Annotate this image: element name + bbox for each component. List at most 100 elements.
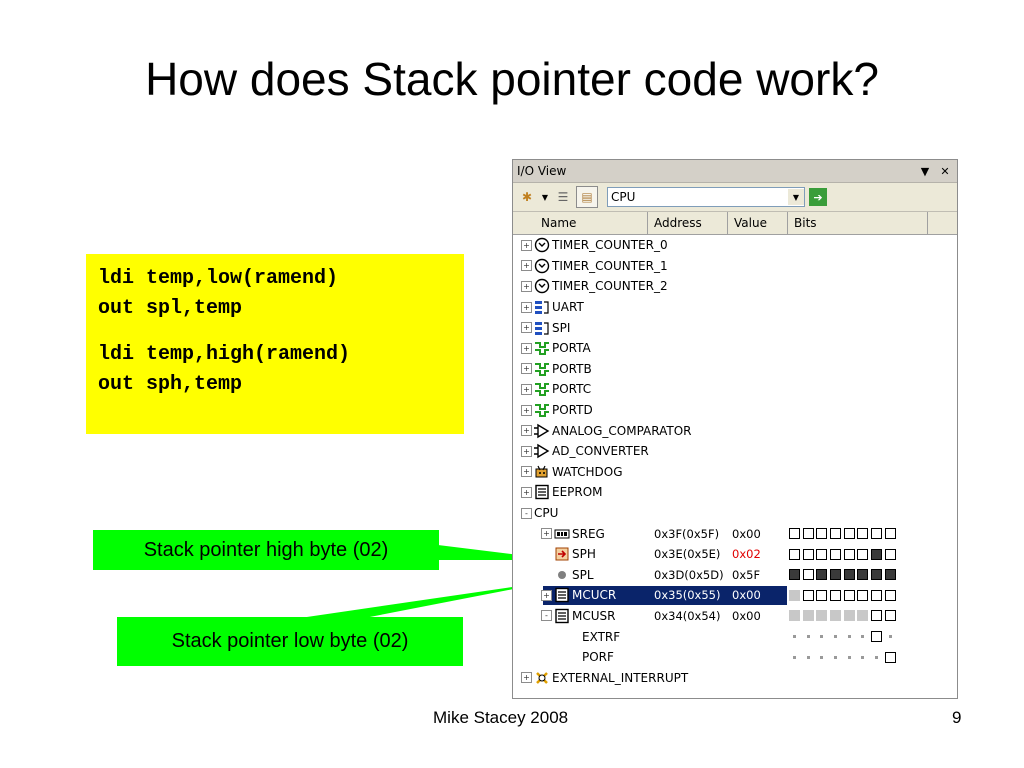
port-icon <box>534 402 550 418</box>
bit-cell[interactable] <box>871 548 883 560</box>
bit-cell[interactable] <box>816 528 828 540</box>
collapse-icon[interactable]: - <box>521 507 532 519</box>
bit-cell[interactable] <box>857 548 869 560</box>
bit-cell[interactable] <box>816 569 828 581</box>
bit-cell[interactable] <box>884 589 896 601</box>
tree-row[interactable]: +AD_CONVERTER <box>513 441 957 462</box>
register-value[interactable]: 0x00 <box>732 588 761 603</box>
expand-icon[interactable]: + <box>521 404 532 416</box>
list-view-icon[interactable]: ▤ <box>576 186 598 208</box>
tree-row[interactable]: +EEPROM <box>513 482 957 503</box>
expand-icon[interactable]: + <box>521 239 532 251</box>
expand-icon[interactable]: + <box>521 486 532 498</box>
tree-row[interactable]: +PORTC <box>513 379 957 400</box>
bit-cell[interactable] <box>857 528 869 540</box>
bit-cell[interactable] <box>830 569 842 581</box>
expand-icon[interactable]: + <box>521 322 532 334</box>
bit-cell[interactable] <box>871 589 883 601</box>
io-view-titlebar[interactable]: I/O View ▼ ✕ <box>513 160 957 183</box>
bit-cell[interactable] <box>871 631 883 643</box>
bit-cell[interactable] <box>843 589 855 601</box>
tree-row[interactable]: -CPU <box>513 503 957 524</box>
expand-icon[interactable]: + <box>521 445 532 457</box>
column-value[interactable]: Value <box>728 212 788 234</box>
tree-row[interactable]: +TIMER_COUNTER_0 <box>513 235 957 256</box>
bit-cell[interactable] <box>884 548 896 560</box>
bit-cell[interactable] <box>884 651 896 663</box>
bit-cell[interactable] <box>843 548 855 560</box>
comparator-icon <box>534 423 550 439</box>
expand-icon[interactable]: + <box>541 589 552 601</box>
tree-row[interactable]: +ANALOG_COMPARATOR <box>513 420 957 441</box>
chevron-down-icon[interactable]: ▼ <box>788 189 804 205</box>
filter-icon[interactable]: ✱ <box>521 190 533 204</box>
bit-cell[interactable] <box>857 569 869 581</box>
bit-cell[interactable] <box>857 589 869 601</box>
bit-cell[interactable] <box>830 548 842 560</box>
bit-cell[interactable] <box>802 528 814 540</box>
tree-row[interactable]: +EXTERNAL_INTERRUPT <box>513 667 957 688</box>
bit-cell[interactable] <box>830 528 842 540</box>
go-arrow-icon[interactable]: ➔ <box>809 188 827 206</box>
expand-icon[interactable]: + <box>521 280 532 292</box>
bit-cell[interactable] <box>789 528 800 540</box>
bit-cell[interactable] <box>871 610 883 622</box>
bit-cell[interactable] <box>884 610 896 622</box>
tree-row[interactable]: +TIMER_COUNTER_2 <box>513 276 957 297</box>
tree-row[interactable]: +PORTA <box>513 338 957 359</box>
register-value[interactable]: 0x00 <box>732 608 761 623</box>
dropdown-menu-icon[interactable]: ▼ <box>920 164 930 178</box>
expand-icon[interactable]: + <box>521 342 532 354</box>
column-bits[interactable]: Bits <box>788 212 928 234</box>
register-value[interactable]: 0x00 <box>732 526 761 541</box>
tree-row[interactable]: EXTRF <box>513 626 957 647</box>
bit-cell[interactable] <box>802 548 814 560</box>
bit-cell <box>871 652 882 663</box>
bit-cell[interactable] <box>830 589 842 601</box>
collapse-icon[interactable]: - <box>541 610 552 622</box>
tree-view-icon[interactable]: ☰ <box>557 190 569 204</box>
column-address[interactable]: Address <box>648 212 728 234</box>
module-select[interactable]: CPU ▼ <box>607 187 805 207</box>
expand-icon[interactable]: + <box>521 425 532 437</box>
expand-icon[interactable]: + <box>521 260 532 272</box>
bit-cell[interactable] <box>816 589 828 601</box>
column-name[interactable]: Name <box>513 212 648 234</box>
bit-cell[interactable] <box>816 548 828 560</box>
bit-cell <box>857 631 868 642</box>
close-icon[interactable]: ✕ <box>940 164 950 178</box>
chevron-down-icon[interactable]: ▼ <box>541 192 549 202</box>
expand-icon[interactable]: + <box>521 363 532 375</box>
tree-row[interactable]: +SPI <box>513 317 957 338</box>
tree-row[interactable]: PORF <box>513 647 957 668</box>
bit-cell[interactable] <box>789 569 800 581</box>
bit-cell[interactable] <box>802 589 814 601</box>
bit-cell[interactable] <box>871 569 883 581</box>
bit-cell[interactable] <box>884 569 896 581</box>
expand-icon[interactable]: + <box>521 466 532 478</box>
serial-icon <box>534 320 550 336</box>
expand-icon[interactable]: + <box>541 528 552 540</box>
register-value[interactable]: 0x02 <box>732 547 761 562</box>
bit-cell[interactable] <box>871 528 883 540</box>
bit-cell[interactable] <box>789 548 800 560</box>
tree-row[interactable]: +TIMER_COUNTER_1 <box>513 256 957 277</box>
bit-cell[interactable] <box>884 528 896 540</box>
tree-row[interactable]: +WATCHDOG <box>513 462 957 483</box>
callout-low-byte: Stack pointer low byte (02) <box>117 617 463 666</box>
bit-cell[interactable] <box>802 569 814 581</box>
bit-cell[interactable] <box>843 528 855 540</box>
expand-icon[interactable]: + <box>521 301 532 313</box>
tree-row[interactable]: +PORTB <box>513 359 957 380</box>
expand-icon[interactable]: + <box>521 383 532 395</box>
tree-row[interactable]: +UART <box>513 297 957 318</box>
register-value[interactable]: 0x5F <box>732 567 761 582</box>
tree-row[interactable]: +PORTD <box>513 400 957 421</box>
expand-icon[interactable]: + <box>521 672 532 684</box>
bit-cell[interactable] <box>843 569 855 581</box>
